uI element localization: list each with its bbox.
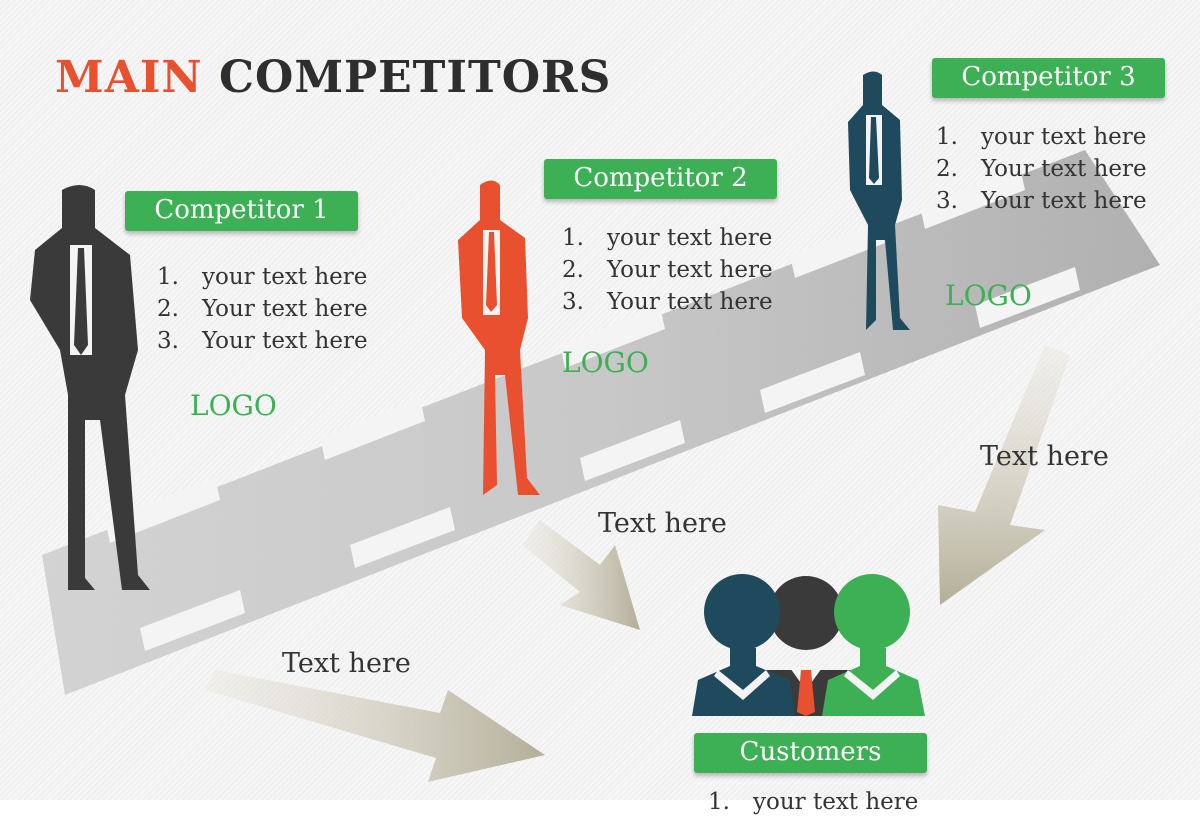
list-item: 3. Your text here xyxy=(936,185,1147,217)
title-word-main: MAIN xyxy=(55,52,203,103)
list-item-text: Your text here xyxy=(607,257,773,283)
title-word-competitors: COMPETITORS xyxy=(218,52,612,103)
list-item-text: your text here xyxy=(607,225,773,251)
list-item-number: 3. xyxy=(562,289,584,315)
list-item: 2. Your text here xyxy=(157,293,368,325)
list-item-number: 3. xyxy=(936,188,958,214)
arrow-note-left: Text here xyxy=(282,648,411,679)
list-item-number: 3. xyxy=(157,328,179,354)
customers-label: Customers xyxy=(694,733,927,773)
list-item: 1. your text here xyxy=(562,222,773,254)
list-item-text: Your text here xyxy=(607,289,773,315)
page-title: MAIN COMPETITORS xyxy=(55,52,611,103)
competitor-1-figure-icon xyxy=(30,185,150,590)
competitor-3-label: Competitor 3 xyxy=(932,58,1165,98)
arrow-left xyxy=(205,670,545,782)
diagram-art xyxy=(30,71,1160,782)
list-item: 1. your text here xyxy=(708,786,918,818)
list-item-text: your text here xyxy=(202,264,368,290)
customers-list: 1. your text here xyxy=(708,786,918,818)
list-item-number: 1. xyxy=(157,264,179,290)
list-item-number: 1. xyxy=(708,789,730,815)
arrow-note-middle: Text here xyxy=(598,508,727,539)
arrow-note-right: Text here xyxy=(980,441,1109,472)
list-item: 1. your text here xyxy=(936,121,1147,153)
list-item: 3. Your text here xyxy=(562,286,773,318)
list-item-text: Your text here xyxy=(981,188,1147,214)
list-item-text: your text here xyxy=(753,789,919,815)
competitor-1-logo: LOGO xyxy=(190,389,277,422)
list-item-number: 2. xyxy=(157,296,179,322)
list-item-text: Your text here xyxy=(981,156,1147,182)
competitor-2-logo: LOGO xyxy=(562,346,649,379)
list-item-text: your text here xyxy=(981,124,1147,150)
list-item: 2. Your text here xyxy=(936,153,1147,185)
competitor-2-list: 1. your text here 2. Your text here 3. Your… xyxy=(562,222,773,318)
competitor-2-label: Competitor 2 xyxy=(544,159,777,199)
list-item-number: 1. xyxy=(936,124,958,150)
competitor-1-list: 1. your text here 2. Your text here 3. Your… xyxy=(157,261,368,357)
competitor-3-list: 1. your text here 2. Your text here 3. Your… xyxy=(936,121,1147,217)
competitor-3-logo: LOGO xyxy=(945,279,1032,312)
road-path xyxy=(42,150,1160,695)
list-item-text: Your text here xyxy=(202,296,368,322)
list-item-number: 2. xyxy=(936,156,958,182)
list-item-number: 2. xyxy=(562,257,584,283)
competitor-2-figure-icon xyxy=(458,180,540,495)
list-item: 2. Your text here xyxy=(562,254,773,286)
arrow-right xyxy=(938,345,1070,605)
competitor-1-label: Competitor 1 xyxy=(125,191,358,231)
list-item: 1. your text here xyxy=(157,261,368,293)
competitor-3-figure-icon xyxy=(848,71,910,330)
list-item-number: 1. xyxy=(562,225,584,251)
list-item-text: Your text here xyxy=(202,328,368,354)
arrow-middle xyxy=(522,520,640,630)
list-item: 3. Your text here xyxy=(157,325,368,357)
customers-group-icon xyxy=(692,574,925,716)
